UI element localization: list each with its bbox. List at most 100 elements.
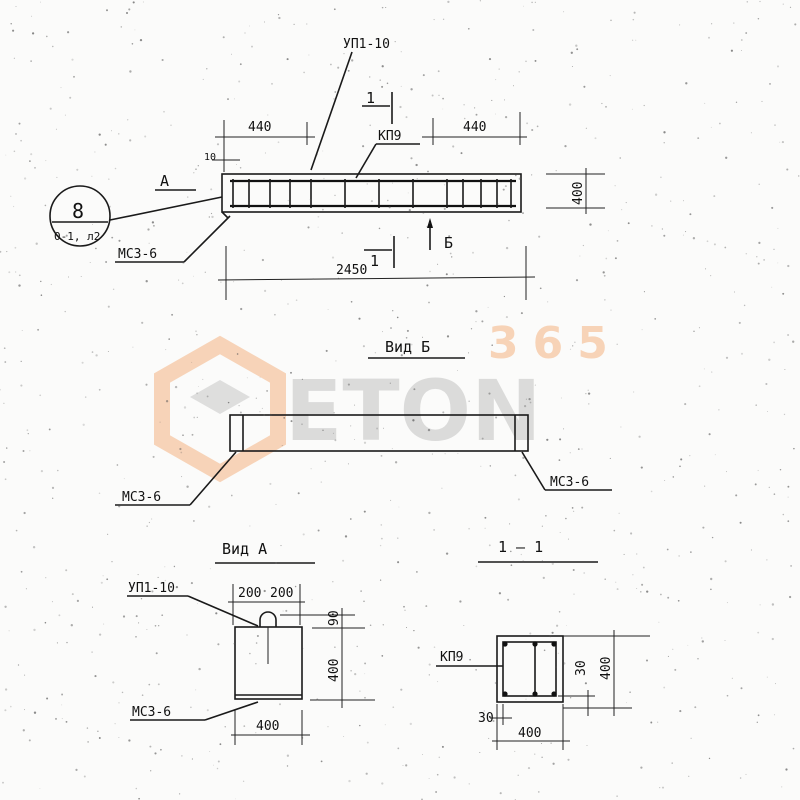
speckle [513, 85, 514, 87]
speckle [32, 546, 36, 549]
speckle [467, 27, 470, 30]
speckle [559, 438, 562, 441]
speckle [360, 590, 362, 592]
speckle [309, 199, 312, 201]
speckle [510, 564, 513, 567]
speckle [95, 354, 98, 357]
speckle [4, 605, 7, 608]
speckle [661, 786, 665, 789]
speckle [425, 605, 428, 608]
speckle [354, 404, 356, 406]
speckle [330, 63, 332, 66]
rebar-icon [532, 641, 538, 647]
speckle [570, 51, 573, 54]
speckle [429, 270, 431, 273]
speckle [792, 747, 795, 750]
speckle [98, 737, 101, 739]
speckle [616, 343, 618, 346]
speckle [359, 724, 361, 727]
speckle [67, 276, 70, 278]
speckle [140, 598, 143, 600]
speckle [771, 286, 773, 288]
speckle [332, 432, 335, 434]
loop-label: УП1-10 [128, 581, 175, 596]
speckle [80, 276, 82, 278]
speckle [529, 401, 532, 404]
speckle [397, 747, 400, 750]
speckle [142, 1, 144, 3]
speckle [286, 754, 290, 757]
speckle [743, 304, 746, 307]
speckle [495, 113, 497, 115]
speckle [410, 343, 413, 346]
leader-right [521, 451, 546, 491]
speckle [149, 745, 152, 748]
speckle [710, 588, 712, 591]
speckle [145, 280, 148, 283]
speckle [759, 604, 761, 606]
speckle [550, 742, 552, 744]
speckle [249, 652, 251, 655]
speckle [445, 273, 448, 276]
speckle [788, 595, 792, 599]
speckle [20, 360, 22, 363]
speckle [687, 644, 689, 646]
speckle [394, 40, 396, 43]
speckle [197, 385, 199, 387]
speckle [698, 385, 701, 388]
speckle [701, 637, 703, 639]
speckle [320, 481, 323, 483]
dim-half-left: 200 [238, 586, 261, 601]
speckle [725, 156, 728, 159]
speckle [103, 623, 105, 625]
speckle [18, 122, 21, 125]
speckle [576, 48, 579, 51]
speckle [175, 585, 179, 589]
speckle [259, 411, 261, 413]
speckle [690, 551, 692, 553]
speckle [779, 141, 781, 143]
speckle [55, 717, 57, 720]
speckle [302, 647, 304, 649]
speckle [8, 630, 10, 632]
speckle [235, 798, 237, 800]
speckle [674, 668, 677, 671]
speckle [195, 330, 197, 333]
speckle [15, 5, 17, 7]
speckle [12, 29, 15, 32]
speckle [269, 413, 272, 417]
speckle [629, 691, 631, 693]
speckle [427, 428, 431, 432]
speckle [179, 447, 182, 451]
speckle [244, 32, 246, 34]
speckle [710, 23, 713, 25]
speckle [307, 226, 310, 229]
speckle [768, 358, 771, 361]
speckle [422, 212, 425, 214]
speckle [468, 527, 470, 530]
speckle [102, 575, 104, 577]
speckle [65, 569, 68, 572]
speckle [380, 454, 383, 457]
speckle [559, 531, 561, 534]
speckle [238, 80, 241, 83]
speckle [128, 8, 131, 11]
speckle [603, 274, 606, 277]
speckle [152, 455, 155, 458]
speckle [714, 454, 716, 456]
speckle [735, 101, 738, 103]
speckle [354, 439, 355, 441]
speckle [338, 277, 340, 279]
speckle [33, 628, 36, 632]
speckle [704, 485, 706, 487]
speckle [525, 398, 527, 400]
speckle [773, 714, 776, 716]
speckle [271, 82, 273, 85]
speckle [392, 182, 394, 184]
speckle [283, 417, 286, 419]
speckle [514, 474, 517, 477]
speckle [765, 382, 768, 386]
speckle [195, 689, 197, 691]
speckle [33, 711, 37, 714]
